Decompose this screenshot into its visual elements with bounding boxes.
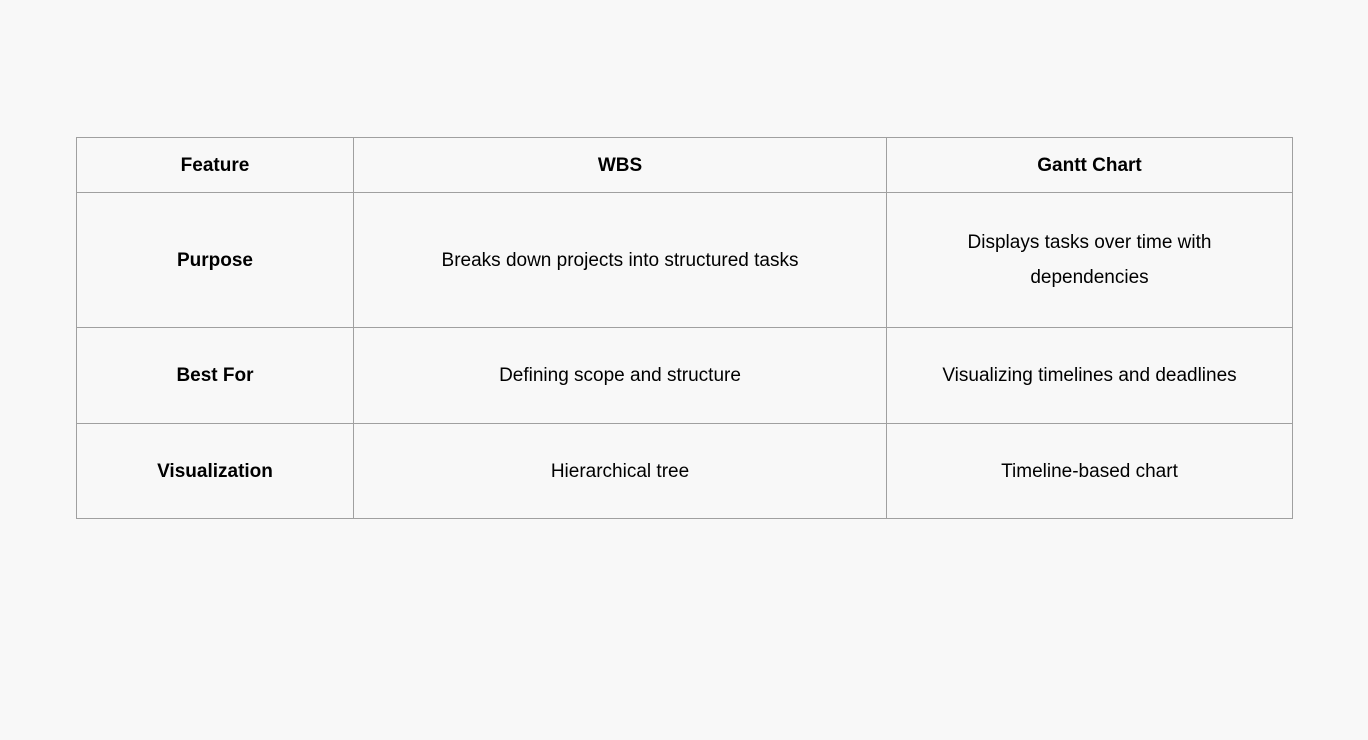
table-header-row: Feature WBS Gantt Chart <box>76 137 1293 193</box>
table-row-purpose: Purpose Breaks down projects into struct… <box>76 192 1293 328</box>
cell-visualization-gantt: Timeline-based chart <box>886 423 1293 519</box>
comparison-table-container: Feature WBS Gantt Chart Purpose Breaks d… <box>76 137 1293 519</box>
column-header-feature: Feature <box>76 137 354 193</box>
cell-best-for-gantt: Visualizing timelines and deadlines <box>886 327 1293 424</box>
cell-visualization-wbs: Hierarchical tree <box>353 423 887 519</box>
table-row-best-for: Best For Defining scope and structure Vi… <box>76 327 1293 424</box>
table-row-visualization: Visualization Hierarchical tree Timeline… <box>76 423 1293 519</box>
row-header-best-for: Best For <box>76 327 354 424</box>
wbs-vs-gantt-table: Feature WBS Gantt Chart Purpose Breaks d… <box>76 137 1293 519</box>
column-header-gantt-chart: Gantt Chart <box>886 137 1293 193</box>
column-header-wbs: WBS <box>353 137 887 193</box>
row-header-visualization: Visualization <box>76 423 354 519</box>
cell-best-for-wbs: Defining scope and structure <box>353 327 887 424</box>
row-header-purpose: Purpose <box>76 192 354 328</box>
cell-purpose-wbs: Breaks down projects into structured tas… <box>353 192 887 328</box>
cell-purpose-gantt: Displays tasks over time with dependenci… <box>886 192 1293 328</box>
